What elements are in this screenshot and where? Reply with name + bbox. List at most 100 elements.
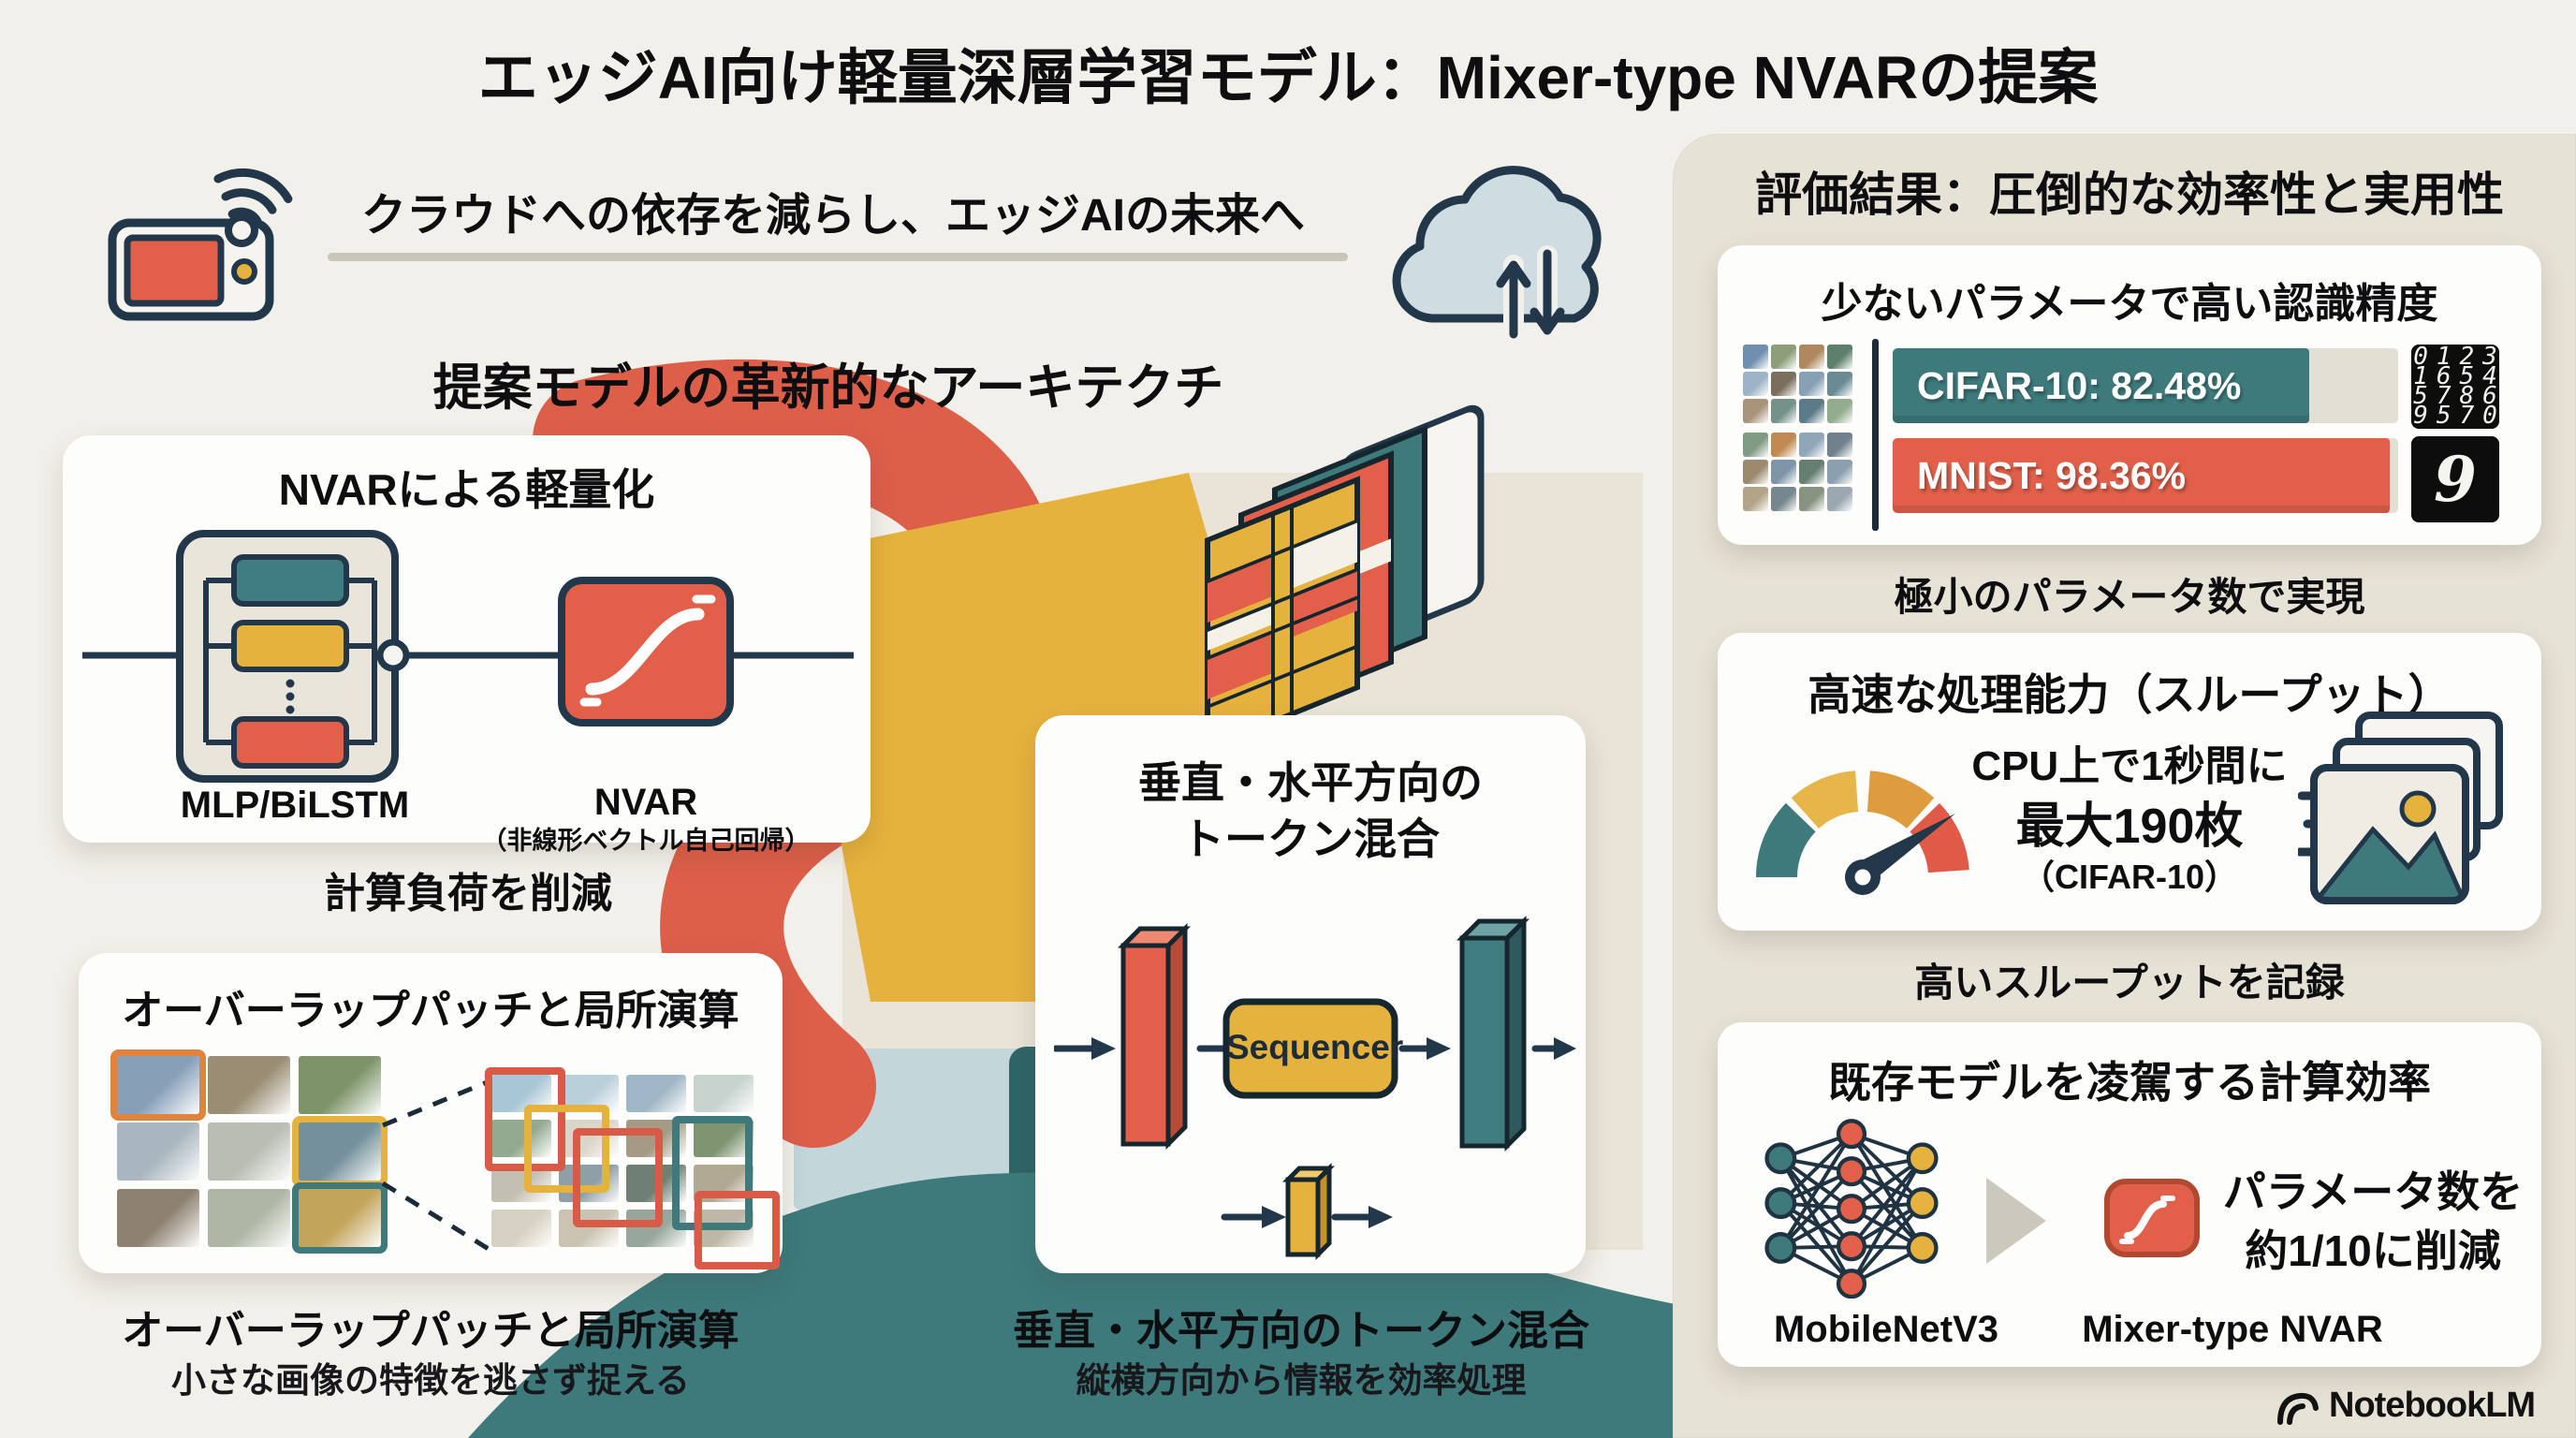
page-title: エッジAI向け軽量深層学習モデル：Mixer-type NVARの提案 [477, 44, 2099, 111]
thumb-cell [626, 1075, 686, 1112]
thumb-cell [1771, 345, 1796, 369]
thumb-cell [208, 1056, 290, 1114]
throughput-line3: （CIFAR-10） [2020, 858, 2239, 896]
teal-token-bar [1456, 915, 1530, 1152]
cloud-sync-icon [1392, 166, 1602, 343]
edge-device-icon [108, 168, 293, 321]
token-mixing-diagram [1054, 915, 1576, 1261]
thumb-cell [299, 1056, 381, 1114]
thumb-cell [1799, 433, 1824, 457]
accuracy-bar-label: CIFAR-10: 82.48% [1917, 363, 2242, 407]
thumb-cell [1799, 372, 1824, 396]
notebooklm-brand: NotebookLM [2275, 1386, 2536, 1426]
nvar-card-title: NVARによる軽量化 [278, 465, 655, 514]
thumb-cell [1743, 372, 1768, 396]
thumb-cell [1827, 345, 1852, 369]
token-card-title-line1: 垂直・水平方向の [1138, 758, 1483, 807]
accuracy-caption: 極小のパラメータ数で実現 [1894, 575, 2365, 619]
thumb-cell [1771, 460, 1796, 484]
thumb-cell [559, 1210, 619, 1247]
patch-overlay-box [524, 1105, 609, 1193]
architecture-heading: 提案モデルの革新的なアーキテクチャ [432, 360, 1224, 487]
hero-tagline: クラウドへの依存を減らし、エッジAIの未来へ [360, 191, 1305, 241]
accuracy-bar-track: CIFAR-10: 82.48% [1893, 348, 2398, 423]
fast-images-icon [2298, 712, 2503, 904]
thumb-cell [1771, 372, 1796, 396]
nvar-caption: 計算負荷を削減 [324, 871, 612, 917]
throughput-caption: 高いスループットを記録 [1914, 961, 2345, 1005]
thumb-cell [208, 1123, 290, 1181]
efficiency-title: 既存モデルを凌駕する計算効率 [1828, 1058, 2431, 1107]
accuracy-bar-fill: MNIST: 98.36% [1893, 438, 2391, 513]
thumb-cell [1771, 433, 1796, 457]
sequencer-label: Sequencer [1226, 1028, 1404, 1066]
patch-overlay-box [672, 1116, 753, 1230]
bar-axis-line [1872, 339, 1879, 531]
patch-caption-sub: 小さな画像の特徴を逃さず捉える [171, 1361, 690, 1400]
mixer-nvar-label: Mixer-type NVAR [2082, 1309, 2383, 1350]
thumb-cell [117, 1056, 199, 1114]
mnist-nine-icon: 9 [2411, 436, 2499, 522]
efficiency-text-line2: 約1/10に削減 [2245, 1226, 2501, 1275]
neural-network-icon [1764, 1119, 1939, 1299]
patch-zoom-connector [381, 1078, 493, 1254]
accuracy-bar-track: MNIST: 98.36% [1893, 438, 2398, 513]
thumb-cell [1799, 345, 1824, 369]
cifar-thumbs-top [1743, 345, 1852, 423]
nvar-label: NVAR [593, 782, 698, 823]
red-token-bar [1117, 922, 1192, 1151]
thumb-cell [1771, 399, 1796, 423]
thumb-cell [117, 1123, 199, 1181]
thumb-cell [299, 1189, 381, 1247]
throughput-line1: CPU上で1秒間に [1971, 743, 2288, 789]
patch-caption-bold: オーバーラップパッチと局所演算 [122, 1308, 739, 1354]
mlp-bilstm-diagram [82, 530, 854, 783]
cifar-sample-grid [117, 1056, 381, 1247]
thumb-cell [1827, 399, 1852, 423]
thumb-cell [1743, 433, 1768, 457]
thumb-cell [491, 1120, 551, 1157]
token-card-title-line2: トークン混合 [1181, 814, 1440, 863]
throughput-title: 高速な処理能力（スループット） [1808, 670, 2452, 719]
thumb-cell [1799, 460, 1824, 484]
accuracy-bars: CIFAR-10: 82.48% MNIST: 98.36% [1893, 348, 2398, 528]
nvar-chip-icon [2104, 1179, 2200, 1257]
thumb-cell [491, 1210, 551, 1247]
mnist-digit-row: 9570 [2413, 402, 2506, 430]
token-caption-bold: 垂直・水平方向のトークン混合 [1013, 1308, 1589, 1354]
mlp-bilstm-label: MLP/BiLSTM [180, 785, 410, 826]
accuracy-bar-label: MNIST: 98.36% [1917, 453, 2187, 497]
thumb-cell [1827, 460, 1852, 484]
thumb-cell [1827, 487, 1852, 511]
notebooklm-icon [2277, 1392, 2319, 1425]
thumb-cell [1827, 372, 1852, 396]
thumb-cell [1799, 487, 1824, 511]
efficiency-text-line1: パラメータ数を [2222, 1167, 2524, 1216]
accuracy-title: 少ないパラメータで高い認識精度 [1821, 281, 2438, 327]
thumb-cell [117, 1189, 199, 1247]
feature-map-stack [1205, 404, 1485, 753]
thumb-cell [694, 1075, 754, 1112]
patch-overlay-box [695, 1191, 780, 1269]
notebooklm-text: NotebookLM [2329, 1386, 2536, 1425]
thumb-cell [1743, 487, 1768, 511]
mnist-digit-row: 1654 [2413, 362, 2506, 390]
patch-zoom-grid [491, 1075, 754, 1247]
nvar-sublabel: （非線形ベクトル自己回帰） [481, 827, 811, 855]
mnist-digit-row: 5786 [2413, 382, 2506, 410]
thumb-cell [299, 1123, 381, 1181]
patch-overlay-box [573, 1128, 663, 1227]
evaluation-header: 評価結果：圧倒的な効率性と実用性 [1755, 169, 2504, 221]
throughput-line2: 最大190枚 [2015, 800, 2244, 854]
mobilenet-label: MobileNetV3 [1773, 1309, 1999, 1350]
cifar-thumbs-bottom [1743, 433, 1852, 511]
thumb-cell [1743, 460, 1768, 484]
mnist-digit-row: 0123 [2413, 343, 2506, 371]
thumb-cell [208, 1189, 290, 1247]
compare-arrow-icon [1986, 1178, 2046, 1264]
hero-divider [328, 253, 1348, 261]
patch-card-title: オーバーラップパッチと局所演算 [122, 988, 739, 1034]
patch-overlay-layer [473, 1058, 782, 1269]
speed-gauge-icon [1756, 770, 1969, 895]
